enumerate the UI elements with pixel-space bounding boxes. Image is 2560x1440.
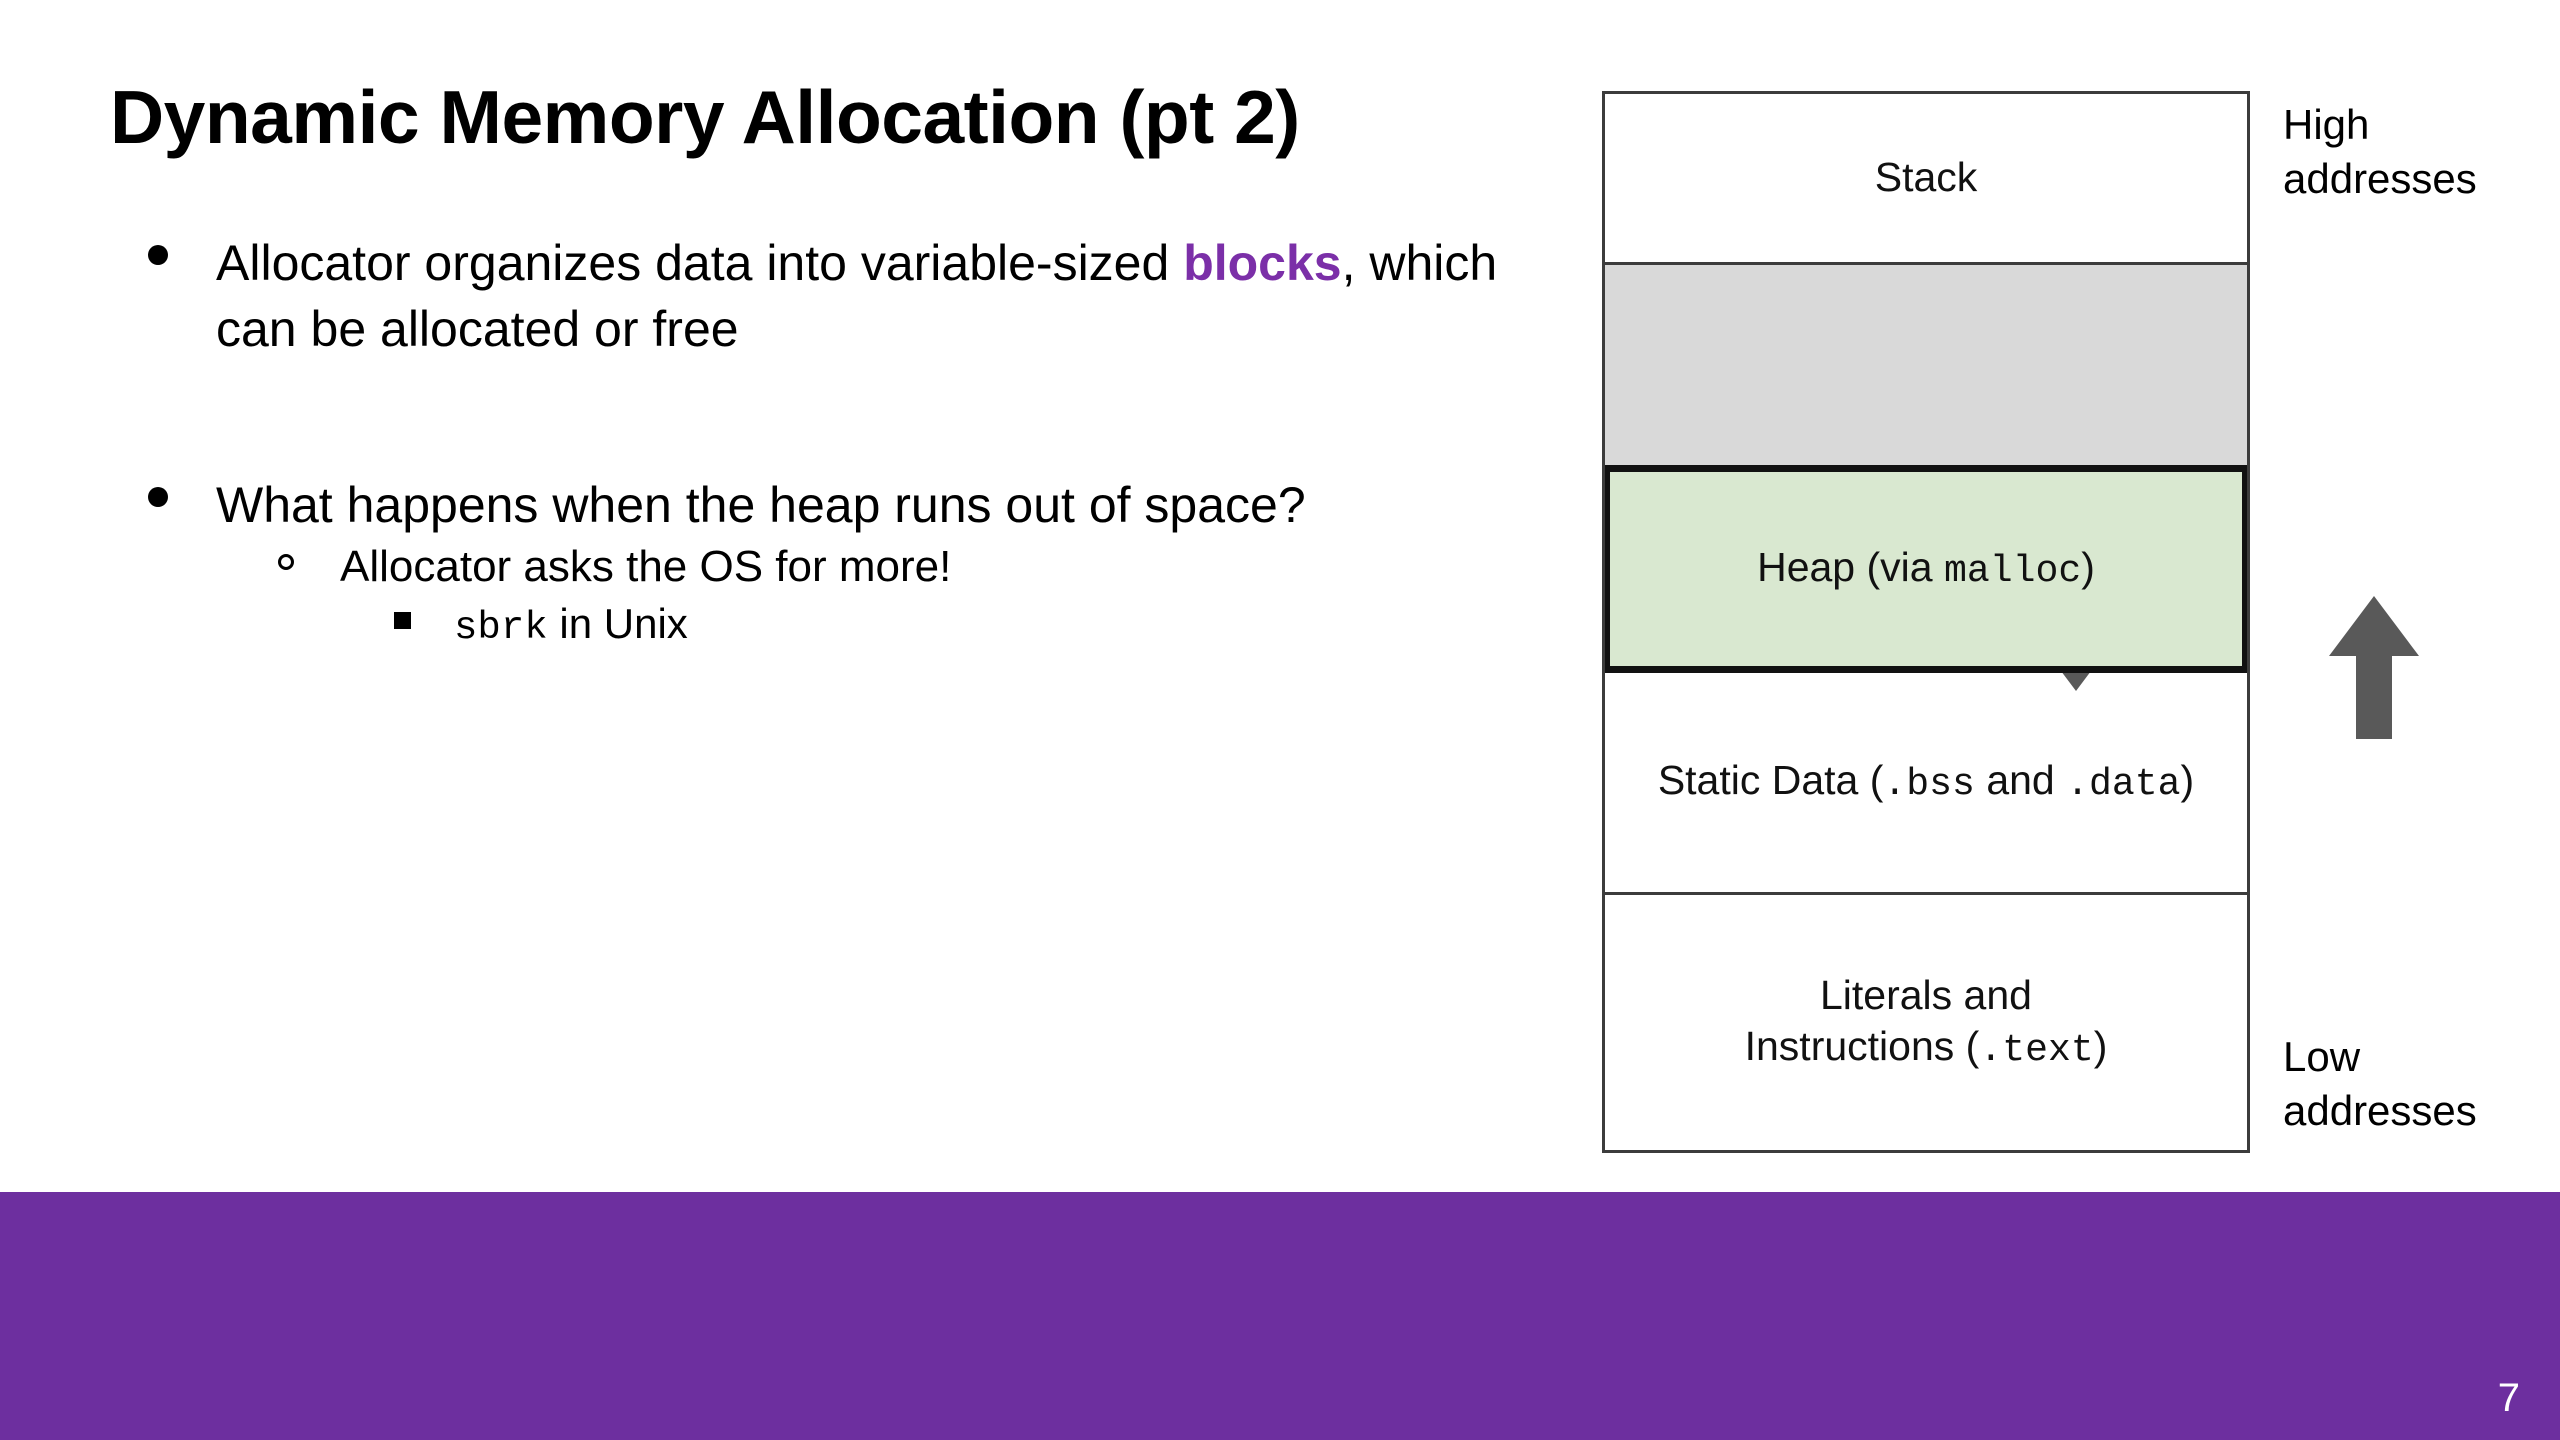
- bullet-text: What happens when the heap runs out of s…: [216, 477, 1306, 533]
- bullet-text: Allocator asks the OS for more!: [340, 542, 952, 591]
- label-line: addresses: [2283, 154, 2477, 202]
- page-number: 7: [2497, 1376, 2520, 1420]
- bullet-item-allocator-blocks: Allocator organizes data into variable-s…: [110, 230, 1560, 362]
- label-part: ): [2093, 1023, 2108, 1070]
- bullet-list: Allocator organizes data into variable-s…: [110, 230, 1560, 654]
- bullet-marker-circle: [278, 553, 294, 570]
- process-memory-layout-diagram: Stack Heap (via malloc) Static Data (.bs…: [1602, 91, 2419, 1153]
- label-part: Instructions (: [1744, 1023, 1980, 1070]
- label-low-addresses: Low addresses: [2283, 1030, 2477, 1138]
- code-malloc: malloc: [1943, 549, 2082, 593]
- label-line: addresses: [2283, 1086, 2477, 1134]
- code-bss: .bss: [1883, 763, 1975, 807]
- segment-label-stack: Stack: [1874, 154, 1978, 201]
- label-part: Heap (via: [1757, 543, 1944, 590]
- bullet-text-part: , which can be allocated or free: [216, 235, 1498, 357]
- keyword-blocks: blocks: [1183, 235, 1342, 291]
- bullet-spacer: [110, 362, 1560, 472]
- label-part: ): [2180, 757, 2195, 804]
- bullet-marker-disc: [148, 487, 168, 507]
- label-line1: Literals and: [1820, 971, 2032, 1018]
- segment-label-static-data: Static Data (.bss and .data): [1658, 755, 2194, 809]
- label-part: Static Data (: [1657, 757, 1884, 804]
- segment-label-heap: Heap (via malloc): [1757, 542, 2095, 596]
- footer-bar: 7: [0, 1192, 2560, 1440]
- bullet-text-part: Allocator organizes data into variable-s…: [216, 235, 1184, 291]
- label-line: High: [2283, 101, 2370, 148]
- bullet-item-heap-out-of-space: What happens when the heap runs out of s…: [110, 472, 1560, 538]
- code-sbrk: sbrk: [454, 605, 548, 651]
- code-data: .data: [2066, 763, 2181, 807]
- memory-segment-stack: Stack: [1605, 94, 2247, 265]
- label-part: ): [2081, 543, 2095, 590]
- bullet-item-allocator-asks-os: Allocator asks the OS for more!: [110, 538, 1560, 596]
- bullet-text-part: in Unix: [547, 600, 688, 648]
- label-part: and: [1974, 757, 2067, 804]
- arrow-head: [2329, 596, 2419, 656]
- bullet-item-sbrk-unix: sbrk in Unix: [110, 596, 1560, 654]
- memory-segment-heap: Heap (via malloc): [1605, 465, 2247, 673]
- bullet-marker-disc: [148, 245, 168, 265]
- memory-segment-static-data: Static Data (.bss and .data): [1605, 673, 2247, 895]
- label-line: Low: [2283, 1033, 2361, 1080]
- code-text: .text: [1979, 1029, 2094, 1073]
- bullet-marker-square: [394, 612, 411, 630]
- page-title: Dynamic Memory Allocation (pt 2): [110, 75, 1300, 159]
- memory-segment-gap: [1605, 265, 2419, 739]
- arrow-shaft: [2356, 655, 2392, 739]
- label-high-addresses: High addresses: [2283, 98, 2477, 206]
